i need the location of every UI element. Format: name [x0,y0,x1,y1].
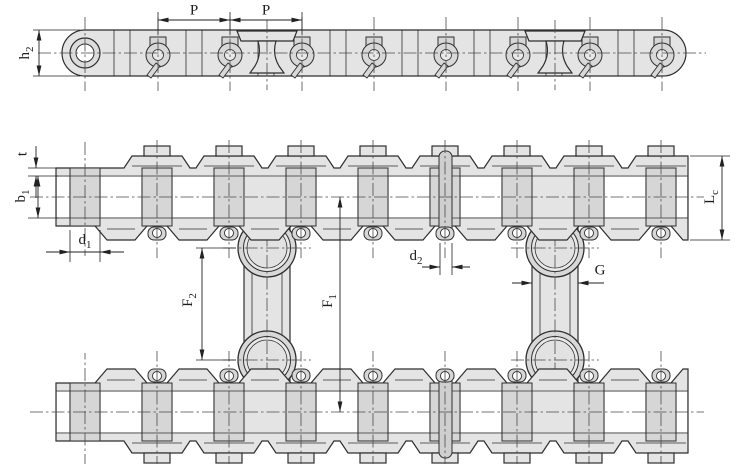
dim-b1 [28,176,58,219]
dim-label-lc: Lc [702,189,721,205]
dim-pitch [157,12,303,34]
dim-label-p1: P [189,2,199,19]
dim-label-f2: F2 [180,293,199,307]
dim-t [28,146,58,198]
dim-label-p2: P [261,2,271,19]
dim-label-d1: d1 [78,232,92,251]
dim-label-b1: b1 [13,189,32,203]
dim-label-f1: F1 [320,294,339,308]
dim-label-h2: h2 [17,46,36,60]
side-view [33,12,706,91]
dim-lc [690,155,730,241]
dim-label-t: t [14,151,31,157]
dim-f2 [196,247,236,361]
dim-h2 [33,29,80,77]
top-strand [29,139,705,259]
plan-view [28,139,730,464]
dim-label-d2: d2 [409,248,423,267]
dim-label-g: G [594,262,606,279]
bottom-strand [29,350,705,464]
dim-d2 [422,243,470,275]
dim-d1 [46,230,124,262]
